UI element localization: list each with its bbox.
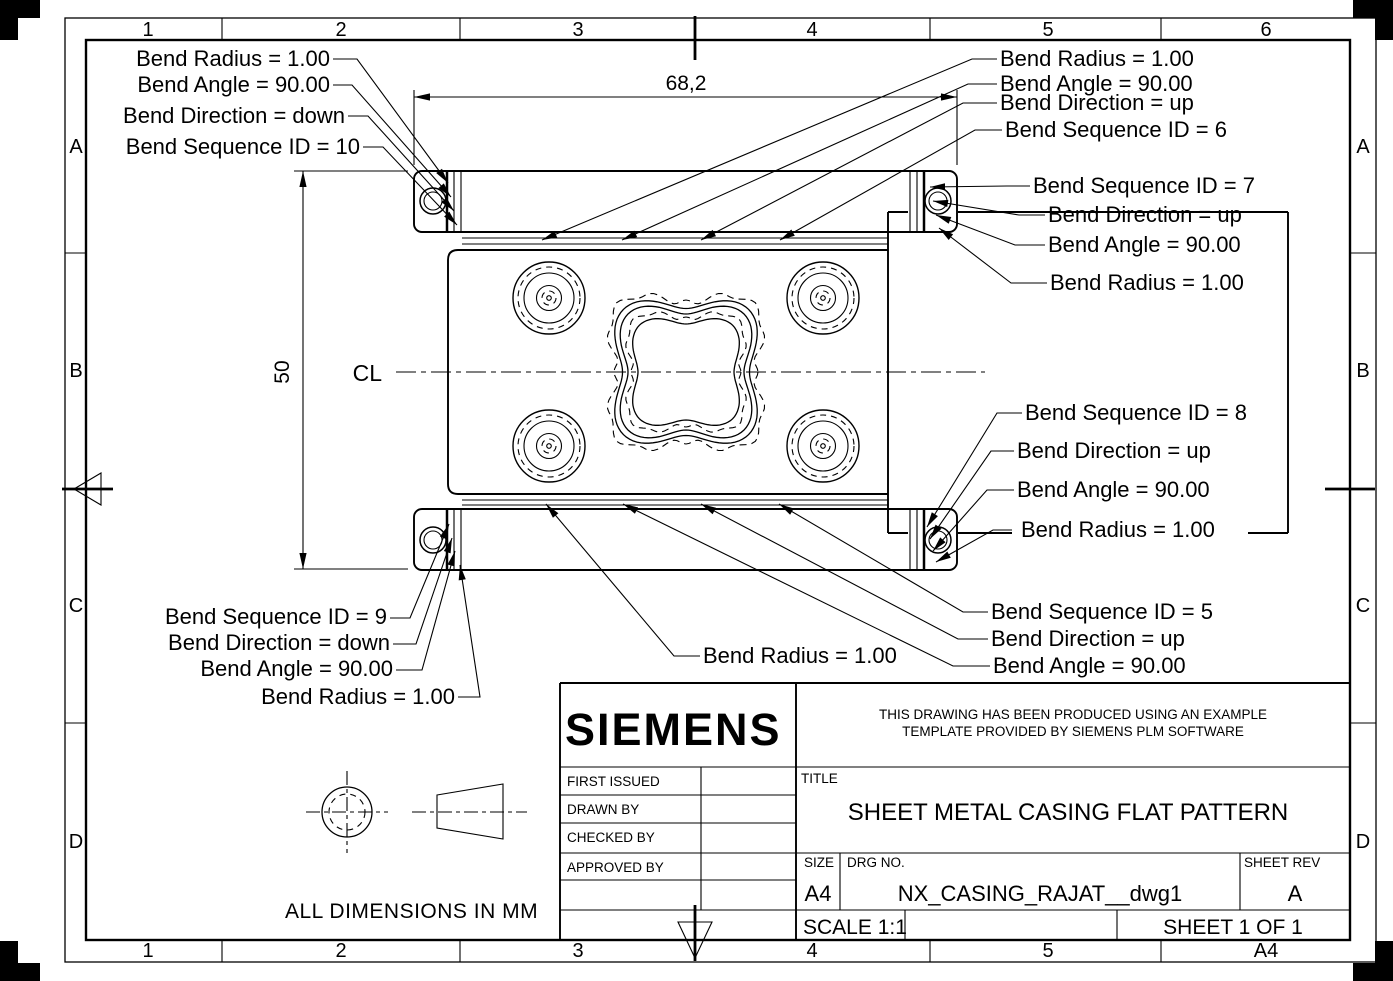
grid-row-label: B [69, 360, 82, 382]
drawing-title: SHEET METAL CASING FLAT PATTERN [848, 799, 1289, 826]
callout-right-upper: Bend Sequence ID = 7 Bend Direction = up… [1033, 173, 1255, 295]
callout-text: Bend Direction = up [991, 626, 1185, 651]
callout-bottom-left: Bend Sequence ID = 9 Bend Direction = do… [165, 604, 455, 709]
grid-row-label-right: D [1356, 831, 1370, 853]
callout-text: Bend Radius = 1.00 [261, 684, 455, 709]
grid-col-label: 2 [335, 19, 346, 41]
drawing-border [62, 16, 1377, 963]
sheet-rev-label: SHEET REV [1244, 855, 1320, 870]
callout-text: Bend Radius = 1.00 [1050, 270, 1244, 295]
callout-top-right: Bend Radius = 1.00 Bend Angle = 90.00 Be… [1000, 46, 1227, 142]
approval-row-label: FIRST ISSUED [567, 774, 660, 789]
centerline-label: CL [353, 360, 383, 386]
callout-bottom-center: Bend Radius = 1.00 [703, 643, 897, 668]
callout-top-left: Bend Radius = 1.00 Bend Angle = 90.00 Be… [123, 46, 360, 159]
callout-text: Bend Direction = up [1000, 90, 1194, 115]
bend-leader-lines [333, 58, 1047, 698]
callout-text: Bend Angle = 90.00 [1017, 477, 1210, 502]
dimension-height: 50 [271, 170, 408, 570]
dimension-width-value: 68,2 [666, 72, 707, 95]
callout-text: Bend Sequence ID = 8 [1025, 400, 1247, 425]
callout-text: Bend Radius = 1.00 [136, 46, 330, 71]
centerline: CL [353, 360, 985, 386]
grid-col-label: 1 [142, 19, 153, 41]
approval-row-label: CHECKED BY [567, 830, 655, 845]
title-block: SIEMENS THIS DRAWING HAS BEEN PRODUCED U… [559, 682, 1350, 940]
units-note: ALL DIMENSIONS IN MM [285, 900, 538, 923]
grid-col-label-bottom: A4 [1254, 940, 1278, 962]
bottom-bend-zone [462, 499, 888, 506]
grid-col-label-bottom: 1 [142, 940, 153, 962]
grid-col-label: 4 [806, 19, 817, 41]
grid-col-label: 6 [1260, 19, 1271, 41]
callout-text: Bend Sequence ID = 9 [165, 604, 387, 629]
grid-col-label: 5 [1042, 19, 1053, 41]
scale-value: SCALE 1:1 [803, 916, 907, 939]
callout-text: Bend Sequence ID = 10 [126, 134, 360, 159]
grid-row-label-right: A [1356, 136, 1370, 158]
drg-no-label: DRG NO. [847, 855, 905, 870]
callout-text: Bend Radius = 1.00 [1000, 46, 1194, 71]
top-bend-zone [462, 237, 888, 245]
callout-text: Bend Sequence ID = 6 [1005, 117, 1227, 142]
callout-text: Bend Radius = 1.00 [1021, 517, 1215, 542]
grid-row-label-right: B [1356, 360, 1369, 382]
size-label: SIZE [804, 855, 834, 870]
approval-row-label: APPROVED BY [567, 860, 664, 875]
size-value: A4 [805, 881, 832, 906]
siemens-logo: SIEMENS [565, 704, 782, 755]
callout-text: Bend Angle = 90.00 [200, 656, 393, 681]
disclaimer-line-1: THIS DRAWING HAS BEEN PRODUCED USING AN … [879, 707, 1267, 722]
callout-text: Bend Angle = 90.00 [1048, 232, 1241, 257]
callout-right-mid: Bend Sequence ID = 8 Bend Direction = up… [1017, 400, 1247, 542]
callout-text: Bend Sequence ID = 7 [1033, 173, 1255, 198]
grid-row-label: A [69, 136, 83, 158]
grid-labels: 1 2 3 4 5 6 1 2 3 4 5 A4 A B C D A B C D [69, 19, 1371, 962]
grid-row-label: D [69, 831, 83, 853]
callout-text: Bend Angle = 90.00 [1000, 71, 1193, 96]
clover-cutout [606, 292, 766, 452]
sheet-rev-value: A [1288, 881, 1303, 906]
grid-row-label-right: C [1356, 595, 1370, 617]
grid-row-label: C [69, 595, 83, 617]
grid-col-label-bottom: 4 [806, 940, 817, 962]
dimension-width: 68,2 [413, 72, 958, 165]
bend-callouts: Bend Radius = 1.00 Bend Angle = 90.00 Be… [123, 46, 1255, 709]
sheet-number: SHEET 1 OF 1 [1163, 916, 1303, 939]
title-label: TITLE [801, 771, 838, 786]
callout-text: Bend Direction = down [123, 103, 345, 128]
projection-symbol [306, 771, 527, 853]
grid-col-label: 3 [572, 19, 583, 41]
disclaimer-line-2: TEMPLATE PROVIDED BY SIEMENS PLM SOFTWAR… [902, 724, 1244, 739]
callout-text: Bend Angle = 90.00 [993, 653, 1186, 678]
grid-col-label-bottom: 2 [335, 940, 346, 962]
callout-right-lower: Bend Sequence ID = 5 Bend Direction = up… [991, 599, 1213, 678]
callout-text: Bend Direction = up [1048, 202, 1242, 227]
dimension-height-value: 50 [271, 360, 294, 383]
callout-text: Bend Direction = down [168, 630, 390, 655]
callout-text: Bend Angle = 90.00 [137, 72, 330, 97]
callout-text: Bend Sequence ID = 5 [991, 599, 1213, 624]
drg-no-value: NX_CASING_RAJAT__dwg1 [898, 881, 1183, 906]
grid-col-label-bottom: 3 [572, 940, 583, 962]
callout-text: Bend Direction = up [1017, 438, 1211, 463]
approval-row-label: DRAWN BY [567, 802, 639, 817]
grid-col-label-bottom: 5 [1042, 940, 1053, 962]
